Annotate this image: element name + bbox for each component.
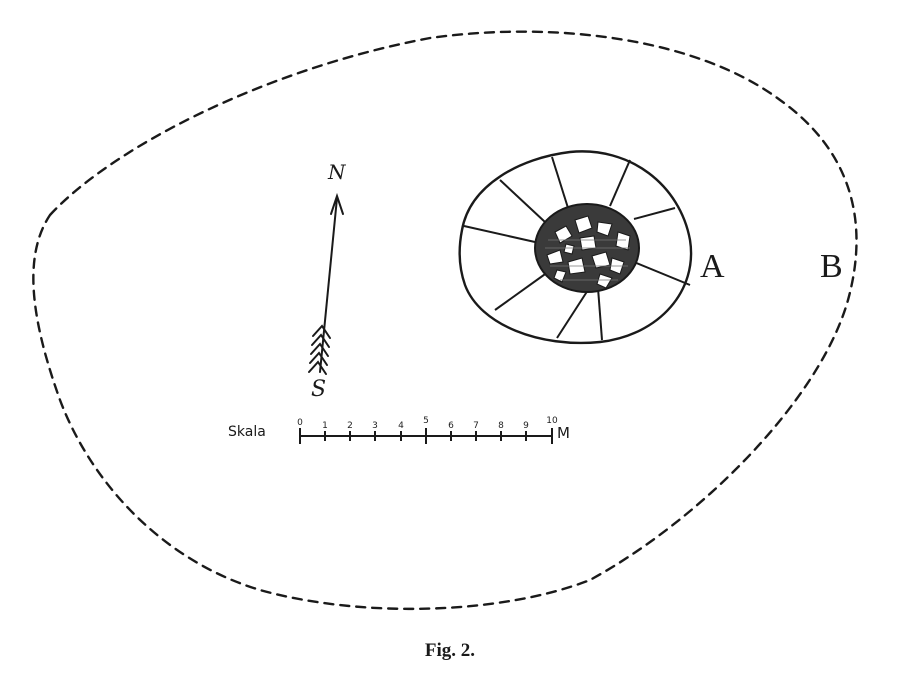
scale-title: Skala xyxy=(228,424,266,440)
scale-tick-label: 1 xyxy=(322,421,328,431)
scale-unit: M xyxy=(557,424,570,442)
scale-tick-label: 8 xyxy=(498,421,504,431)
scale-tick-label: 2 xyxy=(347,421,353,431)
scale-tick-label: 5 xyxy=(423,416,429,426)
north-label: N xyxy=(328,160,346,184)
stone-core xyxy=(534,203,640,293)
scale-tick-label: 0 xyxy=(297,418,303,428)
label-boundary-b: B xyxy=(820,248,843,285)
scale-bar xyxy=(299,428,553,444)
figure-caption: Fig. 2. xyxy=(424,640,476,661)
north-arrow-icon xyxy=(308,192,344,375)
scale-tick-label: 9 xyxy=(523,421,529,431)
label-mound-a: A xyxy=(700,248,725,285)
mound-a-outline xyxy=(458,150,693,345)
scale-tick-label: 3 xyxy=(372,421,378,431)
scale-tick-label: 7 xyxy=(473,421,479,431)
outer-boundary-b xyxy=(32,30,858,611)
mound-radial-lines xyxy=(463,156,691,341)
south-label: S xyxy=(311,377,327,402)
scale-tick-label: 4 xyxy=(398,421,404,431)
scale-tick-label: 6 xyxy=(448,421,454,431)
scale-tick-label: 10 xyxy=(546,416,558,426)
